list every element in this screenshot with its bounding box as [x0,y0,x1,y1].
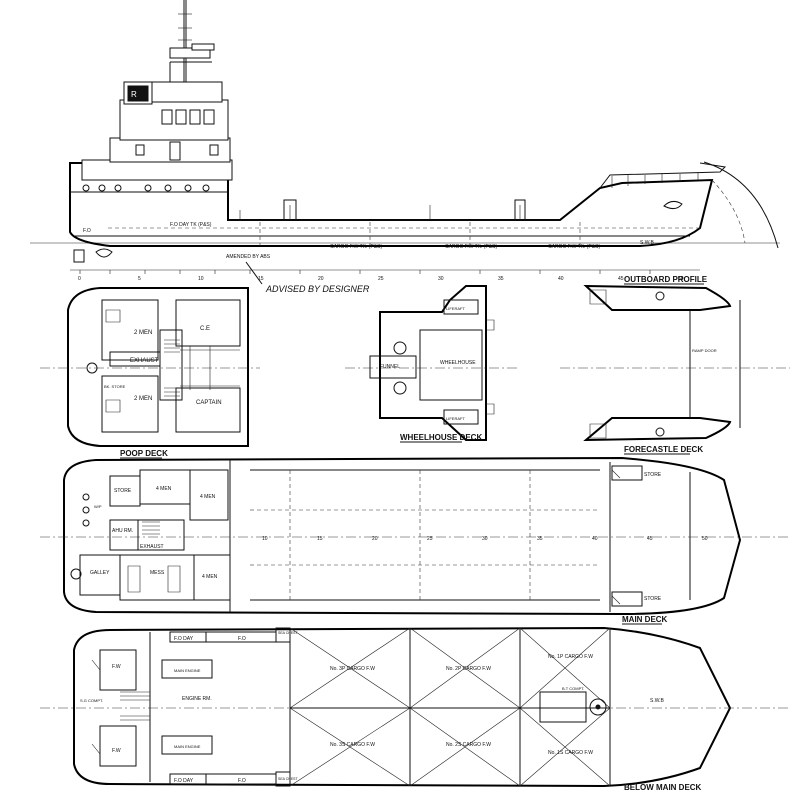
below-main-deck-view: F.O DAY F.O SEA CHEST F.W MAIN ENGINE EN… [40,626,790,792]
poop-room-ce: C.E [200,326,210,332]
below-tank-1s: No. 1S CARGO F.W [548,750,593,756]
main-room-ahu: AHU RM. [112,528,133,534]
main-room-wp: W/P [94,504,102,509]
funnel-logo: R [123,81,153,105]
frame-number: 10 [262,536,268,542]
frame-number: 45 [647,536,653,542]
main-deck-view: STORE 4 MEN 4 MEN AHU RM. EXHAUST GALLEY… [40,456,790,625]
main-room-store-fwd-b: STORE [644,596,662,602]
profile-frame-numbers: 0 5 10 15 20 25 30 35 40 45 50 [78,276,684,282]
below-sea-chest-bottom: SEA CHEST [278,777,299,781]
frame-number: 20 [372,536,378,542]
frame-number: 15 [317,536,323,542]
title-main-deck: MAIN DECK [622,615,668,624]
wheelhouse-room-wheelhouse: WHEELHOUSE [440,360,476,366]
profile-label-cargo-3: CARGO F.W TK. (P&S) [548,244,600,250]
frame-number: 50 [678,276,684,282]
svg-text:R: R [131,90,137,99]
title-wheelhouse-deck: WHEELHOUSE DECK [400,433,482,442]
below-fo-day-top: F.O DAY [174,636,194,642]
below-main-engine-top: MAIN ENGINE [174,668,201,673]
poop-deck-view: 2 MEN C.E EXHAUST CAPTAIN 2 MEN BK. STOR… [40,287,260,459]
wheelhouse-deck-view: WHEELHOUSE FUNNEL LIFERAFT LIFERAFT WHEE… [345,285,520,443]
frame-number: 0 [78,276,81,282]
below-main-engine-bottom: MAIN ENGINE [174,744,201,749]
below-bt-compt: B.T COMPT. [562,686,584,691]
profile-label-cargo-2: CARGO F.W TK. (P&S) [445,244,497,250]
forecastle-deck-view: RAMP DOOR FORECASTLE DECK [560,284,790,455]
forecastle-ramp-door: RAMP DOOR [692,348,717,353]
below-fo-bottom: F.O [238,778,246,784]
title-below-main-deck: BELOW MAIN DECK [624,783,702,792]
frame-number: 50 [702,536,708,542]
below-sg-compt: S.G COMPT. [80,698,103,703]
main-room-exhaust: EXHAUST [140,544,164,550]
main-room-store-fwd-a: STORE [644,472,662,478]
frame-number: 40 [558,276,564,282]
below-fo-day-bottom: F.O DAY [174,778,194,784]
poop-room-bk-store: BK. STORE [104,384,126,389]
frame-number: 25 [427,536,433,542]
frame-number: 15 [258,276,264,282]
frame-number: 25 [378,276,384,282]
wheelhouse-windows [161,109,215,125]
profile-label-fo-day: F.O DAY TK (P&S) [170,222,212,228]
main-room-4men-a: 4 MEN [156,486,172,492]
frame-number: 35 [537,536,543,542]
main-room-4men-b: 4 MEN [200,494,216,500]
poop-room-exhaust: EXHAUST [130,358,159,364]
frame-number: 30 [438,276,444,282]
profile-label-swb: S.W.B [640,240,655,246]
annotation-advised: ADVISED BY DESIGNER [265,284,370,294]
frame-number: 20 [318,276,324,282]
wheelhouse-liferaft-top: LIFERAFT [446,306,465,311]
title-poop-deck: POOP DECK [120,449,168,458]
main-room-galley: GALLEY [90,570,110,576]
mast [169,0,215,82]
frame-number: 40 [592,536,598,542]
title-outboard-profile: OUTBOARD PROFILE [624,275,708,284]
below-tank-3p: No. 3P CARGO F.W [330,666,375,672]
below-tank-3s: No. 3S CARGO F.W [330,742,375,748]
poop-room-captain: CAPTAIN [196,400,222,406]
main-room-store: STORE [114,488,132,494]
annotation-leader [245,261,263,285]
below-fw-bottom: F.W [112,748,121,754]
frame-number: 35 [498,276,504,282]
below-swb: S.W.B [650,698,665,704]
main-room-mess: MESS [150,570,165,576]
poop-hatch-icon [86,362,98,374]
below-engine-room: ENGINE RM. [182,696,212,702]
main-room-4men-c: 4 MEN [202,574,218,580]
poop-room-2men-a: 2 MEN [134,330,152,336]
outboard-profile-view: R F [30,0,780,294]
frame-number: 10 [198,276,204,282]
wheelhouse-room-funnel: FUNNEL [380,364,400,370]
below-fw-top: F.W [112,664,121,670]
main-deck-frame-numbers: 10 15 20 25 30 35 40 45 50 [262,536,708,542]
frame-number: 45 [618,276,624,282]
below-fo-top: F.O [238,636,246,642]
portholes [82,184,210,192]
below-tank-2p: No. 2P CARGO F.W [446,666,491,672]
frame-number: 30 [482,536,488,542]
profile-label-amended: AMENDED BY ABS [226,254,271,260]
below-tank-2s: No. 2S CARGO F.W [446,742,491,748]
profile-label-cargo-1: CARGO F.W TK. (P&S) [330,244,382,250]
below-tank-1p: No. 1P CARGO F.W [548,654,593,660]
title-forecastle-deck: FORECASTLE DECK [624,445,703,454]
poop-room-2men-b: 2 MEN [134,396,152,402]
profile-label-fo: F.O [83,228,91,234]
below-sea-chest-top: SEA CHEST [278,631,299,635]
frame-number: 5 [138,276,141,282]
wheelhouse-liferaft-bottom: LIFERAFT [446,416,465,421]
